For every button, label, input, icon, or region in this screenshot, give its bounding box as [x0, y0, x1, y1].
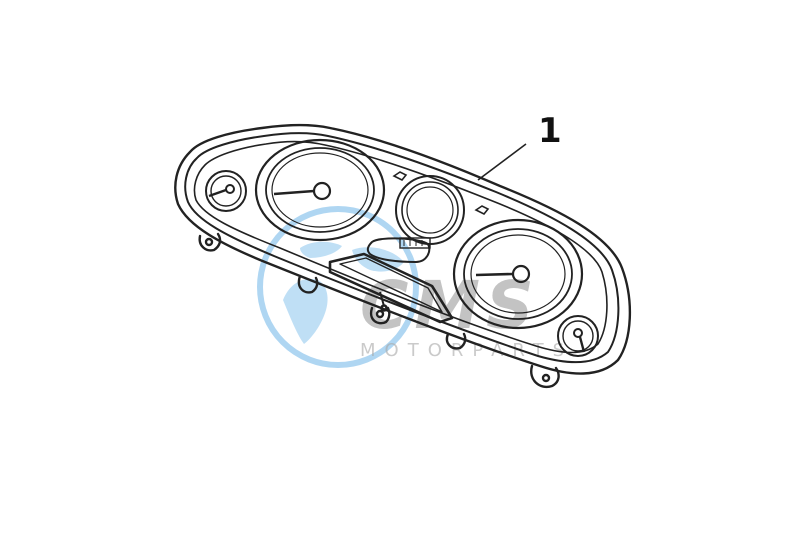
speedometer-gauge [452, 218, 584, 330]
temperature-gauge [557, 315, 599, 357]
warning-light-panel [328, 252, 454, 324]
right-turn-indicator-icon [474, 205, 490, 216]
tachometer-gauge [254, 138, 386, 242]
cluster-housing [174, 123, 632, 389]
lcd-panel [366, 237, 431, 264]
callout-label-1: 1 [538, 111, 562, 151]
watermark-brand-text: CMS [360, 267, 540, 344]
fuel-gauge [205, 170, 247, 212]
turn-indicators [392, 171, 490, 216]
callout-leader-line [477, 143, 527, 181]
left-turn-indicator-icon [392, 171, 408, 182]
center-display [395, 175, 465, 245]
